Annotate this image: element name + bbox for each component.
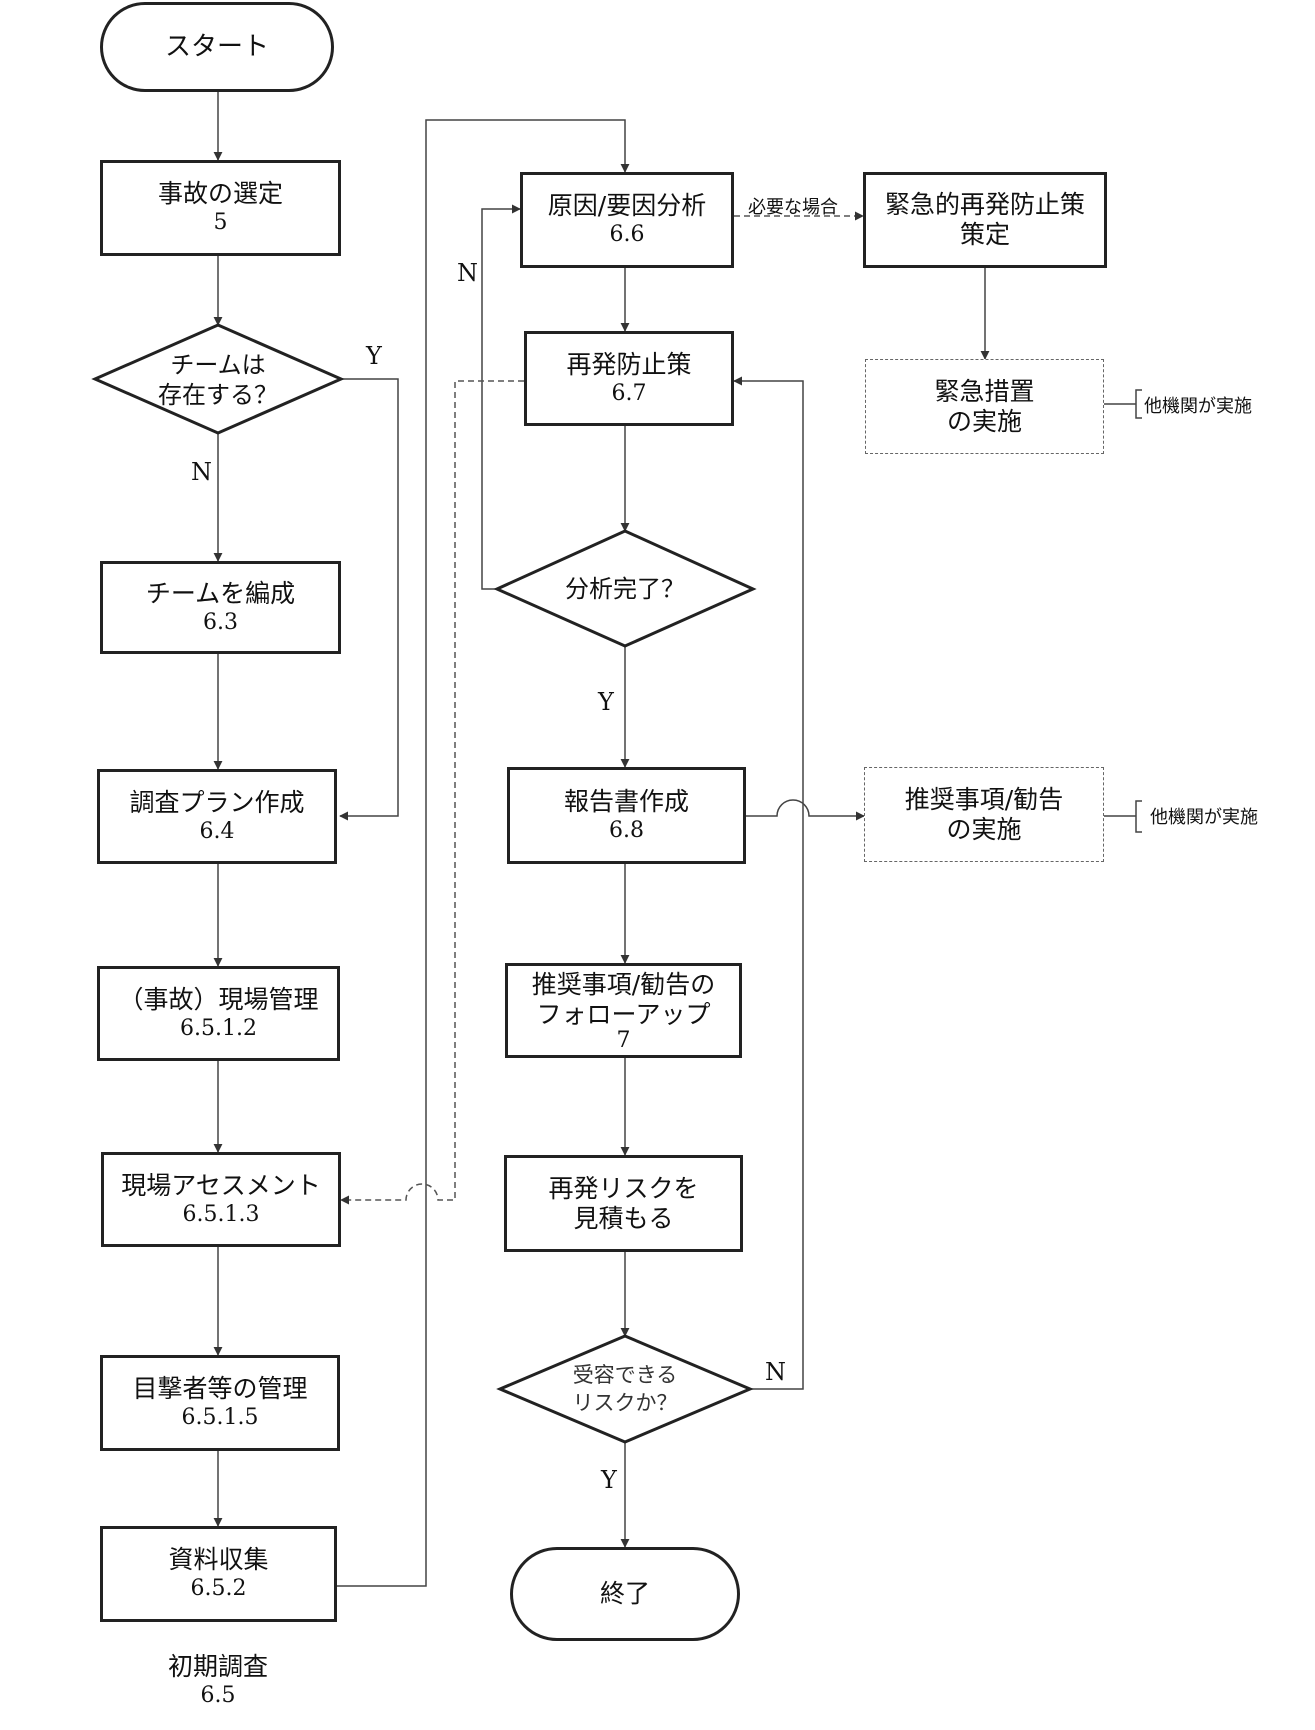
process-report: 報告書作成 6.8 [507, 767, 746, 864]
decision-team-exists-shape [91, 323, 345, 435]
arrow-decision-yes [339, 378, 399, 821]
decision-analysis-done-shape [493, 529, 757, 648]
process-title-line2: 策定 [959, 220, 1010, 249]
process-estimate-risk: 再発リスクを 見積もる [504, 1155, 743, 1252]
process-title: 調査プラン作成 [129, 787, 305, 817]
process-title-line2: 見積もる [573, 1203, 674, 1233]
decision-line1: チームは [170, 351, 266, 379]
process-cause-analysis: 原因/要因分析 6.6 [520, 172, 734, 268]
caption-title: 初期調査 [167, 1652, 268, 1681]
process-emergency-plan: 緊急的再発防止策 策定 [863, 172, 1107, 268]
external-line1: 緊急措置 [934, 376, 1035, 406]
process-site-assessment: 現場アセスメント 6.5.1.3 [101, 1152, 341, 1247]
process-ref: 6.5.1.5 [181, 1405, 259, 1430]
external-line1: 推奨事項/勧告 [904, 784, 1064, 814]
process-select-incident: 事故の選定 5 [100, 160, 341, 256]
external-recommendation-impl: 推奨事項/勧告 の実施 [864, 767, 1104, 862]
decision-line2: 存在する？ [158, 381, 278, 409]
decision-acceptable-shape [496, 1334, 754, 1444]
process-ref: 6.5.1.3 [182, 1201, 260, 1227]
process-title-line1: 緊急的再発防止策 [884, 190, 1085, 219]
label-yes-team: Y [366, 342, 382, 370]
process-title: チームを編成 [145, 578, 296, 608]
process-ref: 5 [213, 210, 228, 235]
bracket-recommend-impl [1104, 800, 1142, 833]
process-title: （事故）現場管理 [118, 984, 319, 1014]
process-title-line1: 推奨事項/勧告の [531, 969, 716, 999]
process-form-team: チームを編成 6.3 [100, 561, 341, 654]
process-prevention: 再発防止策 6.7 [524, 331, 734, 426]
process-ref: 7 [616, 1027, 631, 1053]
process-ref: 6.8 [609, 817, 644, 843]
caption-initial-investigation: 初期調査 6.5 [130, 1652, 306, 1710]
label-no-analysis: N [457, 259, 478, 287]
decision-line2: リスクか？ [572, 1391, 678, 1415]
process-title: 報告書作成 [563, 786, 689, 816]
process-ref: 6.5.2 [190, 1576, 247, 1601]
process-investigation-plan: 調査プラン作成 6.4 [97, 769, 337, 864]
process-title: 目撃者等の管理 [132, 1374, 308, 1403]
process-ref: 6.5.1.2 [180, 1015, 257, 1041]
external-line2: の実施 [946, 814, 1022, 844]
decision-text: 分析完了？ [565, 575, 685, 603]
process-title: 再発防止策 [566, 349, 692, 379]
start-label: スタート [164, 32, 269, 62]
process-ref: 6.7 [611, 380, 647, 406]
process-witness-management: 目撃者等の管理 6.5.1.5 [100, 1355, 340, 1451]
label-no-team: N [191, 458, 212, 486]
label-no-acceptable: N [765, 1358, 786, 1386]
label-if-needed: 必要な場合 [748, 197, 838, 218]
end-terminal: 終了 [510, 1547, 740, 1641]
label-yes-analysis: Y [598, 688, 614, 716]
process-title: 事故の選定 [157, 179, 283, 208]
process-title: 原因/要因分析 [547, 191, 707, 220]
end-label: 終了 [599, 1579, 650, 1608]
arrow-acceptable-no [733, 376, 804, 1390]
arrow-prevent-to-assess-dashed [340, 380, 524, 1205]
process-followup: 推奨事項/勧告の フォローアップ 7 [505, 963, 742, 1058]
process-ref: 6.4 [199, 818, 235, 844]
process-title-line2: フォローアップ [536, 999, 711, 1029]
decision-analysis-done: 分析完了？ [535, 570, 715, 608]
label-yes-acceptable: Y [601, 1466, 617, 1494]
decision-line1: 受容できる [572, 1363, 678, 1387]
external-line2: の実施 [946, 406, 1022, 436]
label-other-org-2: 他機関が実施 [1150, 807, 1258, 828]
start-terminal: スタート [100, 2, 334, 92]
process-site-management: （事故）現場管理 6.5.1.2 [97, 966, 340, 1061]
process-title: 現場アセスメント [121, 1170, 321, 1200]
decision-acceptable-risk: 受容できる リスクか？ [557, 1356, 693, 1422]
process-title-line1: 再発リスクを [548, 1173, 699, 1203]
external-emergency-action: 緊急措置 の実施 [865, 359, 1104, 454]
process-ref: 6.3 [203, 609, 238, 635]
process-ref: 6.6 [609, 222, 645, 247]
arrow-report-to-recommend [746, 799, 865, 821]
bracket-emergency-action [1104, 389, 1142, 419]
process-data-collection: 資料収集 6.5.2 [100, 1526, 337, 1622]
caption-ref: 6.5 [200, 1683, 236, 1708]
process-title: 資料収集 [168, 1545, 269, 1574]
decision-team-exists: チームは 存在する？ [150, 345, 286, 415]
arrow-analysis-no [481, 204, 521, 590]
label-other-org-1: 他機関が実施 [1144, 396, 1252, 417]
arrow-collect-to-cause [337, 119, 630, 1587]
